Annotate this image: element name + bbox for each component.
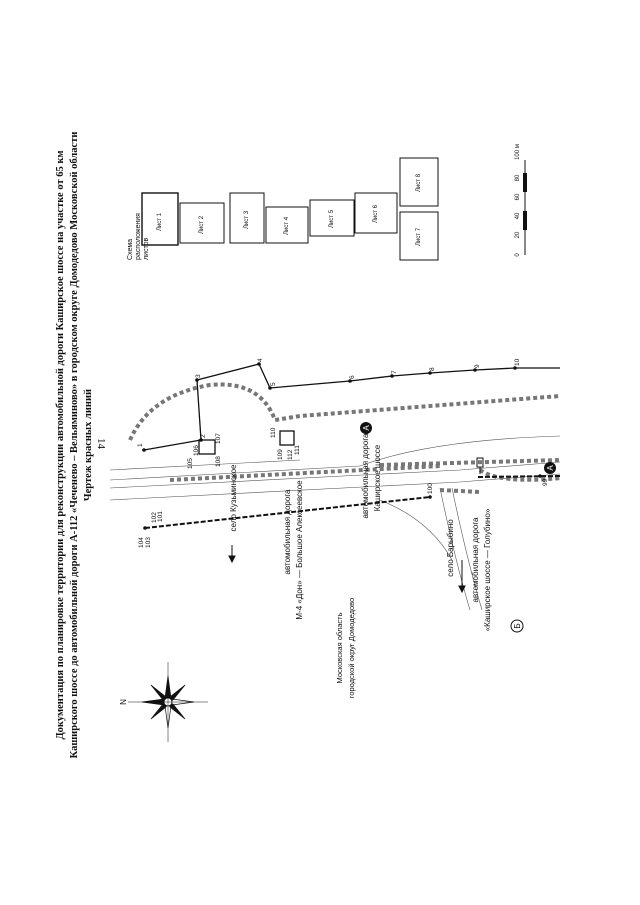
region-label-1: Московская область: [335, 612, 344, 683]
scale-tick-0: 0: [515, 253, 521, 257]
north-label: N: [119, 699, 128, 705]
sheet-8: [399, 157, 439, 207]
point-103: 103: [145, 537, 152, 548]
point-99: 99: [542, 478, 549, 486]
scale-tick-100: 100 м: [515, 144, 521, 160]
point-1: 1: [137, 443, 144, 447]
point-10: 10: [514, 358, 521, 366]
point-100: 100: [427, 483, 434, 494]
direction-arrows: [228, 545, 466, 594]
sheet-7: [399, 211, 439, 261]
sheet-2-label: Лист 2: [199, 215, 205, 234]
marker-a-1: A: [360, 422, 372, 434]
svg-text:A: A: [546, 465, 555, 471]
sheet-3: [229, 192, 265, 244]
point-6: 6: [349, 375, 356, 379]
point-111: 111: [294, 445, 301, 455]
road-m4-label-1: автомобильная дорога: [283, 489, 292, 575]
scale-tick-60: 60: [515, 193, 521, 200]
sheet-4-label: Лист 4: [284, 216, 290, 235]
marker-b: Б: [510, 619, 524, 633]
point-109: 109: [277, 449, 284, 460]
point-110: 110: [270, 427, 277, 438]
dashed-boundary: [128, 382, 561, 494]
svg-text:A: A: [362, 425, 371, 431]
road-m4-label-2: М-4 «Дон» — Большое Алексеевское: [295, 480, 304, 620]
sheet-6-label: Лист 6: [373, 204, 379, 223]
point-4: 4: [257, 358, 264, 362]
point-5: 5: [270, 382, 277, 386]
road-golubino-label-2: «Каширское шоссе — Голубино»: [483, 508, 492, 631]
point-2: 2: [200, 434, 207, 438]
marker-a-2: A: [544, 462, 556, 474]
to-kuzminskoe-label: село Кузьминское: [229, 464, 238, 532]
road-lines: [109, 435, 561, 611]
header-line3: Чертеж красных линий: [83, 389, 94, 501]
point-7: 7: [391, 370, 398, 374]
point-markers: [142, 362, 542, 530]
sheet-1: [141, 192, 179, 246]
point-107: 107: [215, 433, 222, 444]
point-112: 112: [287, 449, 294, 460]
scale-tick-20: 20: [515, 231, 521, 238]
red-line-bottom: [144, 475, 561, 529]
region-label-2: городской округ Домодедово: [347, 598, 356, 698]
point-102: 102: [151, 512, 158, 523]
scheme-title-1: Схема: [127, 239, 134, 260]
page-number: 14: [95, 438, 107, 450]
sheet-6: [354, 192, 398, 234]
sheet-4: [265, 206, 309, 244]
scale-tick-40: 40: [515, 212, 521, 219]
point-104: 104: [138, 537, 145, 548]
scale-bar: 0 20 40 60 80 100 м: [515, 144, 527, 257]
point-9: 9: [474, 364, 481, 368]
header-line1: Документация по планировке территории дл…: [55, 150, 66, 739]
svg-text:Б: Б: [513, 623, 522, 628]
scale-tick-80: 80: [515, 174, 521, 181]
sheet-3-label: Лист 3: [244, 210, 250, 229]
scheme-title-2: расположения: [135, 213, 142, 260]
point-105: 105: [187, 458, 194, 469]
compass-rose-icon: N: [119, 662, 208, 742]
sheet-5-label: Лист 5: [329, 209, 335, 228]
sheet-scheme: Схема расположения листов Лист 1 Лист 2 …: [127, 157, 439, 261]
point-108: 108: [215, 456, 222, 467]
point-8: 8: [429, 367, 436, 371]
sheet-1-label: Лист 1: [157, 212, 163, 231]
road-golubino-label-1: автомобильная дорога: [471, 517, 480, 603]
road-kashira-label-2: Каширское шоссе: [373, 444, 382, 511]
to-barybino-label: село Барыбино: [446, 519, 455, 577]
point-3: 3: [195, 374, 202, 378]
road-kashira-label-1: автомобильная дорога: [361, 433, 370, 519]
sheet-5: [309, 199, 355, 237]
header-line2: Каширского шоссе до автомобильной дороги…: [69, 132, 80, 759]
sheet-8-label: Лист 8: [416, 173, 422, 192]
sheet-7-label: Лист 7: [416, 227, 422, 246]
point-101: 101: [157, 511, 164, 522]
point-106: 106: [193, 445, 200, 456]
sheet-2: [179, 202, 225, 244]
scheme-title-3: листов: [143, 237, 150, 260]
bus-stop-icon: [476, 457, 484, 474]
